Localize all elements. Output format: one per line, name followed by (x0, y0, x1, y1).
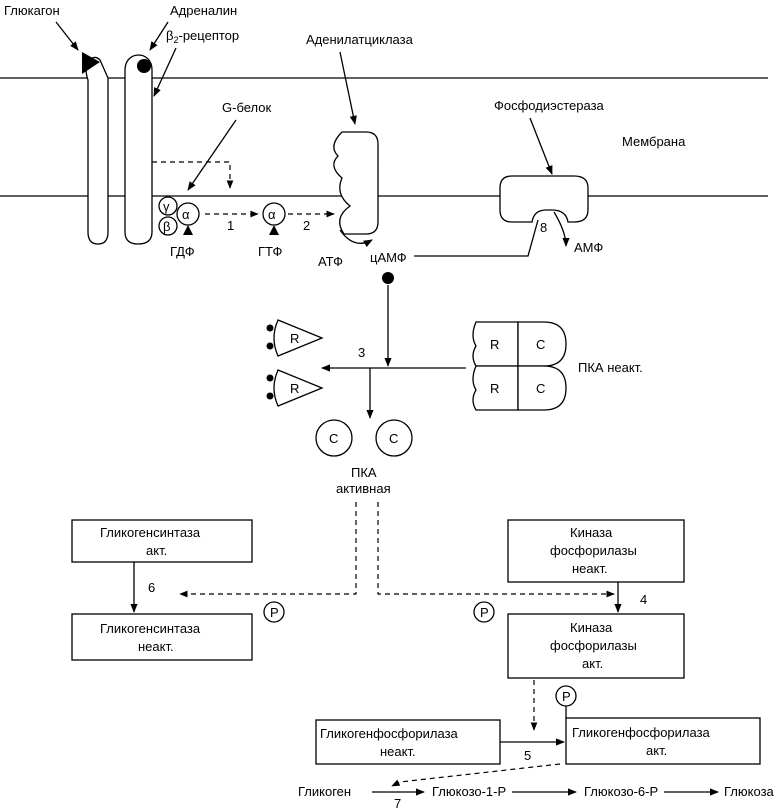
pka-to-phosphorylase-kinase-arrow (377, 502, 615, 598)
phosphate-gs (263, 601, 285, 623)
glycogen-phosphorylase-active-box (565, 717, 761, 765)
regulatory-subunit-free-2 (273, 369, 324, 407)
amp-label: АМФ (574, 240, 603, 255)
step-2: 2 (303, 218, 310, 233)
camp-label: цАМФ (370, 250, 407, 265)
glucagon-label: Глюкагон (4, 3, 60, 18)
membrane-label: Мембрана (622, 134, 686, 149)
phosphodiesterase-label: Фосфодиэстераза (494, 98, 605, 113)
gamma-subunit: γ (163, 199, 170, 214)
regulatory-subunit-label-2: R (290, 381, 299, 396)
pk-active-line3: акт. (582, 656, 603, 671)
adrenaline-label: Адреналин (170, 3, 237, 18)
pka-c-label-1: C (536, 337, 545, 352)
step-3: 3 (358, 345, 365, 360)
pka-active-label-line1: ПКА (351, 465, 377, 480)
glucagon-ligand (82, 52, 100, 74)
glycogen-synthase-inactive-box (71, 613, 253, 661)
pka-active-label-line2: активная (336, 481, 391, 496)
gp-inactive-line1: Гликогенфосфорилаза (320, 726, 459, 741)
gp-active-line2: акт. (646, 743, 667, 758)
phosphorylase-kinase-inactive-box (507, 519, 685, 583)
phosphate-pk (473, 601, 495, 623)
gtp-label: ГТФ (258, 244, 283, 259)
atp-label: АТФ (318, 254, 343, 269)
pka-c-label-2: C (536, 381, 545, 396)
pk-inactive-line3: неакт. (572, 561, 608, 576)
gp-active-line1: Гликогенфосфорилаза (572, 725, 711, 740)
step-4: 4 (640, 592, 647, 607)
g6p-label: Глюкозо-6-Р (584, 784, 658, 799)
beta-subunit: β (163, 219, 170, 234)
glycogen-label: Гликоген (298, 784, 351, 799)
adrenaline-ligand (137, 59, 151, 73)
glucose-label: Глюкоза (724, 784, 775, 799)
phosphorylase-kinase-active-box (507, 613, 685, 679)
pka-catalytic-bottom (517, 365, 567, 411)
adenylate-cyclase (333, 131, 379, 235)
gdp-label: ГДФ (170, 244, 195, 259)
gs-active-line2: акт. (146, 543, 167, 558)
alpha-subunit-gtp: α (268, 207, 276, 222)
catalytic-subunit-1 (315, 419, 353, 457)
step-7: 7 (394, 796, 401, 811)
g-protein-label: G-белок (222, 100, 272, 115)
alpha-subunit-gdp: α (182, 207, 190, 222)
step-5: 5 (524, 748, 531, 763)
pka-inactive-label: ПКА неакт. (578, 360, 643, 375)
step-1: 1 (227, 218, 234, 233)
phosphate-gs-label: P (270, 605, 279, 620)
gp-inactive-line2: неакт. (380, 744, 416, 759)
pka-r-label-2: R (490, 381, 499, 396)
gs-inactive-line2: неакт. (138, 639, 174, 654)
pk-active-line1: Киназа (570, 620, 613, 635)
pka-regulatory-bottom (472, 365, 519, 411)
phosphate-pk-label: P (480, 605, 489, 620)
adenylate-cyclase-label: Аденилатциклаза (306, 32, 414, 47)
glycogen-synthase-active-box (71, 519, 253, 563)
receptor-to-gprotein-arrow (152, 161, 234, 189)
catalytic-subunit-label-1: C (329, 431, 338, 446)
phosphodiesterase (499, 175, 589, 223)
camp-to-pde-line (414, 219, 539, 257)
beta2-receptor-label: β2-рецептор (166, 28, 239, 45)
catalytic-subunit-2 (375, 419, 413, 457)
step-8: 8 (540, 220, 547, 235)
pk-active-line2: фосфорилазы (550, 638, 637, 653)
g1p-label: Глюкозо-1-Р (432, 784, 506, 799)
gp-to-glycogen-arrow (391, 763, 561, 787)
regulatory-subunit-label-1: R (290, 331, 299, 346)
pk-inactive-line1: Киназа (570, 525, 613, 540)
beta2-receptor (124, 54, 153, 245)
pk-inactive-line2: фосфорилазы (550, 543, 637, 558)
gs-inactive-line1: Гликогенсинтаза (100, 621, 201, 636)
camp-molecule (382, 272, 394, 284)
pka-r-label-1: R (490, 337, 499, 352)
glucagon-receptor (85, 56, 109, 245)
phosphate-gp-label: P (562, 689, 571, 704)
regulatory-subunit-free-1 (273, 319, 324, 357)
step-6: 6 (148, 580, 155, 595)
gs-active-line1: Гликогенсинтаза (100, 525, 201, 540)
pka-to-glycogen-synthase-arrow (179, 502, 357, 598)
glycogen-phosphorylase-inactive-box (315, 719, 501, 765)
catalytic-subunit-label-2: C (389, 431, 398, 446)
